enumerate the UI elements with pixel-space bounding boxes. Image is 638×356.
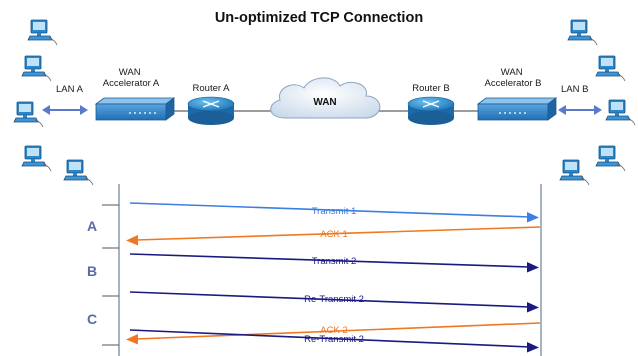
computer-icon	[13, 101, 44, 128]
message-ack-1: ACK 1	[126, 226, 541, 246]
message-ack-2: ACK 2	[126, 322, 541, 345]
lan-b-double-arrow	[558, 105, 602, 115]
computer-icon	[559, 159, 590, 186]
message-label: ACK 1	[320, 229, 347, 240]
phase-label-a: A	[87, 218, 97, 234]
lan-a-computer-icons	[13, 19, 94, 186]
wan-cloud-icon	[270, 77, 381, 119]
wan-accelerator-a-icon	[94, 97, 176, 121]
message-label: Re-Transmit 2	[304, 294, 364, 305]
message-label: Transmit 1	[312, 206, 357, 217]
wan-accelerator-b-icon	[476, 97, 558, 121]
router-a-icon	[187, 96, 235, 125]
message-label: Transmit 2	[312, 256, 357, 267]
lan-a-label: LAN A	[56, 84, 84, 95]
diagram-title: Un-optimized TCP Connection	[215, 10, 423, 26]
message-transmit-1: Transmit 1	[129, 202, 539, 223]
message-label: ACK 2	[320, 325, 347, 336]
computer-icon	[63, 159, 94, 186]
computer-icon	[567, 19, 598, 46]
computer-icon	[21, 55, 52, 82]
lan-b-computer-icons	[559, 19, 636, 186]
message-re-transmit-2-first: Re-Transmit 2	[129, 291, 539, 313]
computer-icon	[595, 55, 626, 82]
accelerator-b-label: WAN Accelerator B	[484, 67, 541, 89]
lan-b-label: LAN B	[561, 84, 588, 95]
computer-icon	[595, 145, 626, 172]
computer-icon	[21, 145, 52, 172]
message-label: Re-Transmit 2	[304, 334, 364, 345]
router-b-label: Router B	[412, 83, 450, 94]
lan-a-double-arrow	[42, 105, 88, 115]
phase-label-b: B	[87, 263, 97, 279]
router-b-icon	[407, 96, 455, 125]
phase-label-c: C	[87, 311, 97, 327]
message-re-transmit-2-second: Re-Transmit 2	[129, 329, 539, 353]
phase-dividers	[102, 204, 119, 346]
wan-label: WAN	[313, 97, 336, 108]
computer-icon	[605, 99, 636, 126]
message-transmit-2: Transmit 2	[129, 253, 539, 273]
accelerator-a-label: WAN Accelerator A	[103, 67, 160, 89]
router-a-label: Router A	[193, 83, 231, 94]
computer-icon	[27, 19, 58, 46]
